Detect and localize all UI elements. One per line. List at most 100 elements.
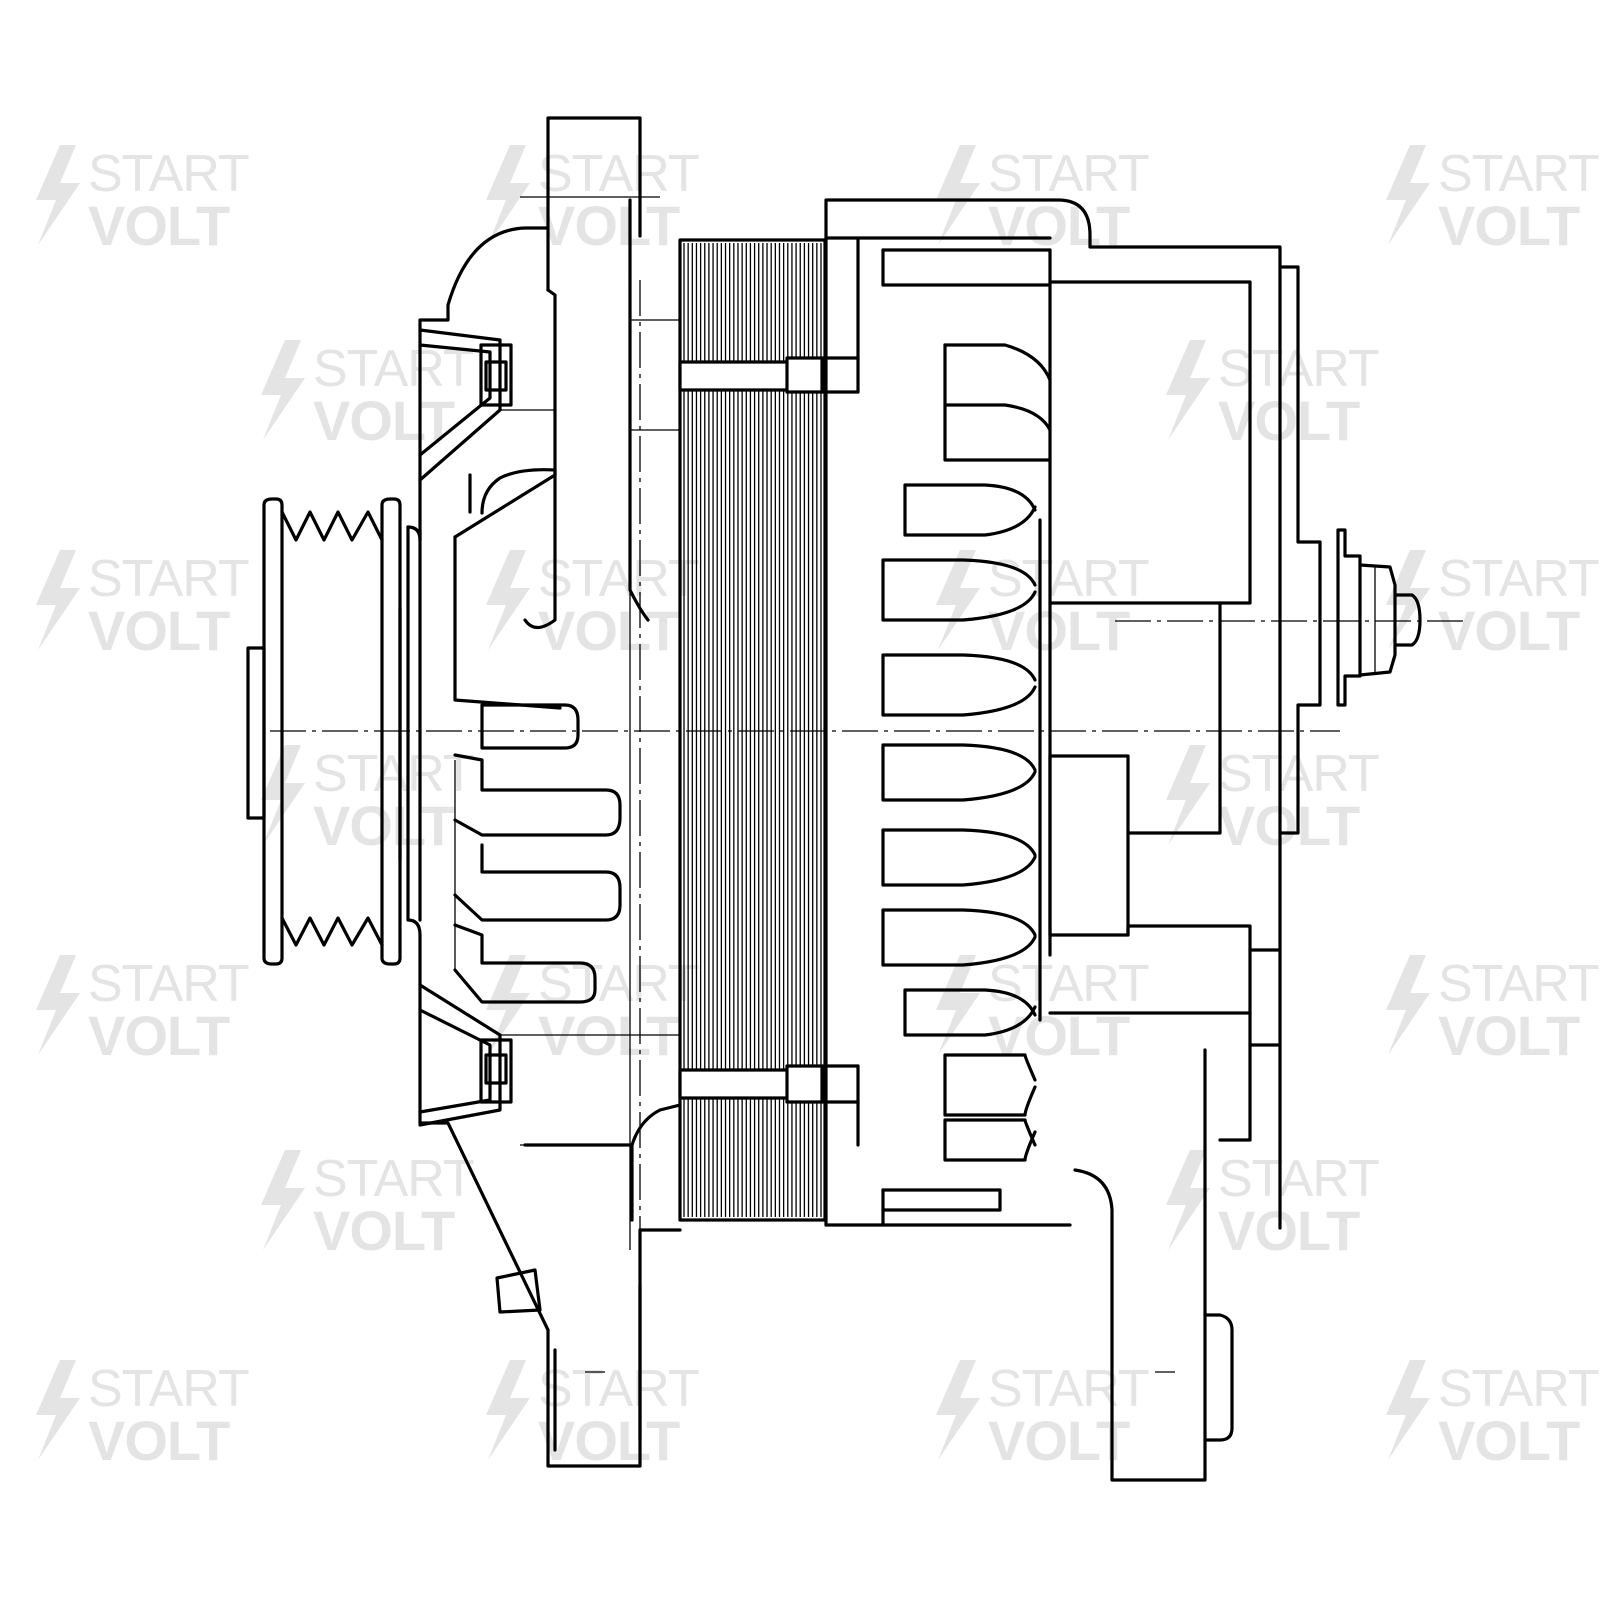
- watermark-word-start: START: [538, 1360, 699, 1418]
- watermark-word-start: START: [88, 550, 249, 608]
- watermark-word-start: START: [988, 955, 1149, 1013]
- watermark-word-start: START: [1438, 955, 1599, 1013]
- watermark-word-volt: VOLT: [1218, 1199, 1360, 1262]
- rear-cooling-fin: [943, 1118, 1037, 1162]
- watermark-word-start: START: [988, 145, 1149, 203]
- lightning-bolt-icon: [261, 1150, 305, 1250]
- watermark-word-start: START: [88, 1360, 249, 1418]
- center-lines: [270, 280, 1465, 1230]
- watermark-layer: STARTVOLTSTARTVOLTSTARTVOLTSTARTVOLTSTAR…: [36, 145, 1600, 1472]
- lightning-bolt-icon: [936, 145, 980, 245]
- lightning-bolt-icon: [486, 955, 530, 1055]
- watermark-word-volt: VOLT: [1218, 389, 1360, 452]
- rear-cooling-fin: [881, 908, 1037, 967]
- rear-cooling-fin: [943, 1053, 1037, 1117]
- watermark-word-volt: VOLT: [313, 1199, 455, 1262]
- watermark-word-start: START: [988, 550, 1149, 608]
- lightning-bolt-icon: [936, 955, 980, 1055]
- lightning-bolt-icon: [1386, 550, 1430, 650]
- lightning-bolt-icon: [486, 550, 530, 650]
- lightning-bolt-icon: [36, 145, 80, 245]
- watermark-word-volt: VOLT: [538, 194, 680, 257]
- watermark-word-start: START: [1218, 1150, 1379, 1208]
- rear-cooling-fin: [881, 743, 1037, 802]
- watermark-word-start: START: [1438, 1360, 1599, 1418]
- lightning-bolt-icon: [1386, 145, 1430, 245]
- watermark-word-start: START: [313, 745, 474, 803]
- lightning-bolt-icon: [486, 145, 530, 245]
- lightning-bolt-icon: [1166, 1150, 1210, 1250]
- watermark-word-start: START: [538, 145, 699, 203]
- rear-cooling-fin: [903, 988, 1037, 1037]
- lightning-bolt-icon: [1386, 955, 1430, 1055]
- watermark-word-start: START: [1438, 145, 1599, 203]
- watermark-word-volt: VOLT: [88, 194, 230, 257]
- watermark-word-volt: VOLT: [1438, 1409, 1580, 1472]
- watermark-word-volt: VOLT: [1438, 1004, 1580, 1067]
- watermark-word-volt: VOLT: [538, 599, 680, 662]
- watermark-word-volt: VOLT: [88, 1004, 230, 1067]
- watermark-word-volt: VOLT: [1218, 794, 1360, 857]
- watermark-word-volt: VOLT: [988, 599, 1130, 662]
- watermark-word-start: START: [313, 1150, 474, 1208]
- watermark-word-start: START: [88, 955, 249, 1013]
- watermark-word-volt: VOLT: [1438, 599, 1580, 662]
- lightning-bolt-icon: [1386, 1360, 1430, 1460]
- lightning-bolt-icon: [36, 955, 80, 1055]
- lightning-bolt-icon: [936, 550, 980, 650]
- watermark-word-start: START: [1438, 550, 1599, 608]
- watermark-word-start: START: [313, 340, 474, 398]
- watermark-word-volt: VOLT: [88, 1409, 230, 1472]
- rear-cooling-fin: [903, 483, 1037, 537]
- alternator-drawing: [246, 116, 1465, 1482]
- rear-cooling-fin: [881, 828, 1037, 887]
- stator-core: [678, 238, 860, 1222]
- watermark-word-volt: VOLT: [1438, 194, 1580, 257]
- lightning-bolt-icon: [36, 1360, 80, 1460]
- watermark-word-volt: VOLT: [88, 599, 230, 662]
- watermark-word-start: START: [88, 145, 249, 203]
- mounting-ear-top: [500, 116, 680, 1250]
- lightning-bolt-icon: [261, 340, 305, 440]
- watermark-word-volt: VOLT: [538, 1409, 680, 1472]
- watermark-word-volt: VOLT: [988, 1409, 1130, 1472]
- watermark-word-volt: VOLT: [313, 794, 455, 857]
- mounting-ear-bottom: [495, 1034, 682, 1468]
- watermark-word-volt: VOLT: [313, 389, 455, 452]
- mounting-leg-rear: [1073, 1048, 1234, 1482]
- rear-housing: [824, 198, 1422, 1230]
- front-housing: [406, 226, 622, 1332]
- rear-cooling-fin: [881, 653, 1037, 717]
- watermark-word-start: START: [538, 550, 699, 608]
- lightning-bolt-icon: [1166, 745, 1210, 845]
- watermark-word-start: START: [988, 1360, 1149, 1418]
- pulley: [246, 497, 402, 966]
- lightning-bolt-icon: [486, 1360, 530, 1460]
- rear-cooling-fin: [881, 558, 1037, 622]
- lightning-bolt-icon: [936, 1360, 980, 1460]
- lightning-bolt-icon: [36, 550, 80, 650]
